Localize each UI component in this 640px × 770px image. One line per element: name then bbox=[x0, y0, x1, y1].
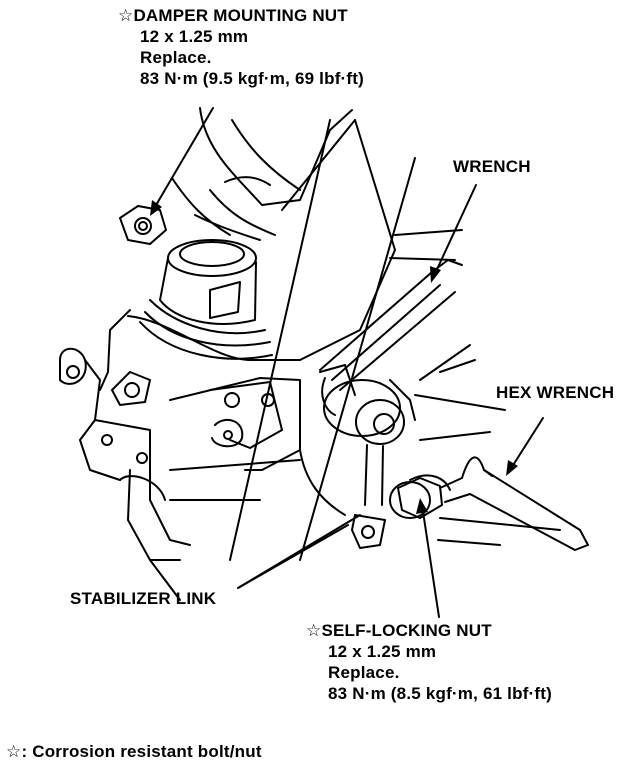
stabilizer-link-callout: STABILIZER LINK bbox=[70, 588, 216, 609]
self-locking-nut-callout: ☆SELF-LOCKING NUT 12 x 1.25 mm Replace. … bbox=[306, 620, 552, 704]
legend-star-icon: ☆: bbox=[6, 742, 28, 761]
legend: ☆: Corrosion resistant bolt/nut bbox=[6, 741, 262, 762]
damper-nut-leader bbox=[151, 107, 214, 213]
background-lines bbox=[229, 119, 561, 561]
corrosion-resistant-star-icon: ☆ bbox=[306, 621, 322, 640]
stabilizer-link-shape bbox=[299, 364, 416, 549]
self-locking-nut-arrowhead bbox=[416, 498, 428, 514]
legend-text: Corrosion resistant bolt/nut bbox=[32, 742, 262, 761]
damper-body bbox=[171, 107, 463, 361]
wrench-callout: WRENCH bbox=[453, 156, 531, 177]
damper-mounting-nut-callout: ☆DAMPER MOUNTING NUT 12 x 1.25 mm Replac… bbox=[118, 5, 364, 89]
wrench-shape bbox=[319, 259, 463, 391]
wrench-leader bbox=[432, 184, 477, 279]
hex-wrench-arrowhead bbox=[506, 460, 518, 476]
self-locking-nut-replace: Replace. bbox=[328, 663, 400, 682]
leader-arrowheads bbox=[150, 200, 518, 514]
damper-nut-torque: 83 N·m (9.5 kgf·m, 69 lbf·ft) bbox=[140, 69, 364, 88]
hex-wrench-title: HEX WRENCH bbox=[496, 383, 615, 402]
damper-nut-arrowhead bbox=[150, 200, 162, 216]
corrosion-resistant-star-icon: ☆ bbox=[118, 6, 134, 25]
damper-nut-replace: Replace. bbox=[140, 48, 212, 67]
self-locking-nut-title: SELF-LOCKING NUT bbox=[321, 621, 492, 640]
wrench-title: WRENCH bbox=[453, 157, 531, 176]
damper-mounting-nut-shape bbox=[119, 205, 167, 245]
self-locking-nut-size: 12 x 1.25 mm bbox=[328, 642, 437, 661]
self-locking-nut-torque: 83 N·m (8.5 kgf·m, 61 lbf·ft) bbox=[328, 684, 552, 703]
wrench-arrowhead bbox=[430, 266, 441, 283]
self-locking-nut-shape bbox=[389, 456, 589, 551]
stabilizer-link-title: STABILIZER LINK bbox=[70, 589, 217, 608]
stabilizer-link-leader-2 bbox=[237, 524, 349, 589]
damper-mounting-nut-title: DAMPER MOUNTING NUT bbox=[133, 6, 348, 25]
self-locking-nut-leader bbox=[421, 504, 440, 618]
hex-wrench-leader bbox=[509, 417, 544, 471]
damper-nut-size: 12 x 1.25 mm bbox=[140, 27, 249, 46]
leader-lines bbox=[151, 107, 544, 618]
hex-wrench-callout: HEX WRENCH bbox=[496, 382, 614, 403]
spring-seat bbox=[139, 239, 273, 360]
knuckle-assembly bbox=[59, 309, 301, 601]
